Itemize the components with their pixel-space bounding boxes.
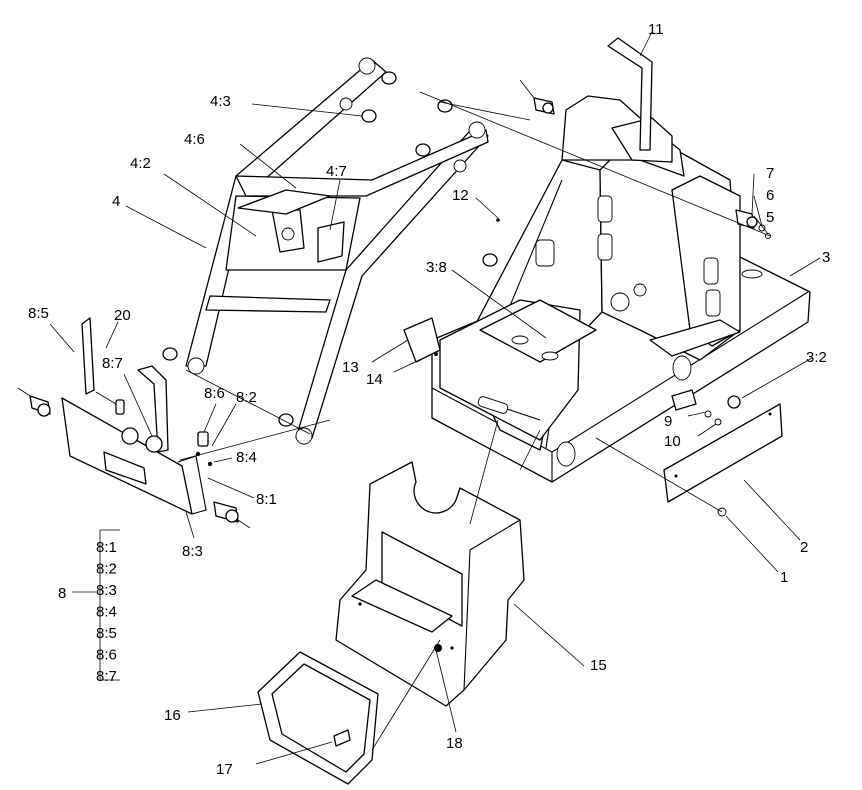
callout-16: 16 xyxy=(164,707,181,724)
callout-8-2: 8:2 xyxy=(236,389,257,406)
kit-8-part-list: 8:1 8:2 8:3 8:4 8:5 8:6 8:7 xyxy=(96,539,117,685)
callout-8-6: 8:6 xyxy=(204,385,225,402)
callout-3: 3 xyxy=(822,249,830,266)
loader-arm-part xyxy=(162,57,498,445)
callout-1: 1 xyxy=(780,569,788,586)
callout-18: 18 xyxy=(446,735,463,752)
callout-8-4: 8:4 xyxy=(236,449,257,466)
cover-part xyxy=(335,461,525,707)
top-left-coupler-part xyxy=(519,79,555,115)
callout-7: 7 xyxy=(766,165,774,182)
kit-list-item: 8:2 xyxy=(96,561,117,578)
kit-list-item: 8:4 xyxy=(96,604,117,621)
callout-4-6: 4:6 xyxy=(184,131,205,148)
callout-8-7: 8:7 xyxy=(102,355,123,372)
callout-8-5: 8:5 xyxy=(28,305,49,322)
callout-4: 4 xyxy=(112,193,120,210)
callout-6: 6 xyxy=(766,187,774,204)
callout-8: 8 xyxy=(58,585,66,602)
front-plate-assembly-part xyxy=(17,317,251,529)
callout-5: 5 xyxy=(766,209,774,226)
callout-2: 2 xyxy=(800,539,808,556)
kit-list-item: 8:3 xyxy=(96,582,117,599)
callout-4-3: 4:3 xyxy=(210,93,231,110)
callout-3-8: 3:8 xyxy=(426,259,447,276)
callout-11: 11 xyxy=(648,21,664,38)
misc-hardware xyxy=(496,218,741,517)
callout-8-3: 8:3 xyxy=(182,543,203,560)
callout-20: 20 xyxy=(114,307,131,324)
callout-14: 14 xyxy=(366,371,383,388)
kit-list-item: 8:5 xyxy=(96,625,117,642)
kit-list-item: 8:1 xyxy=(96,539,117,556)
callout-12: 12 xyxy=(452,187,469,204)
callout-8-1: 8:1 xyxy=(256,491,277,508)
callout-17: 17 xyxy=(216,761,233,778)
side-panel-part xyxy=(663,403,783,503)
kit-list-item: 8:6 xyxy=(96,647,117,664)
callout-10: 10 xyxy=(664,433,681,450)
callout-labels: 11 7 6 5 3 3:2 12 3:8 9 10 13 14 2 1 15 … xyxy=(28,21,830,778)
bracket-part xyxy=(403,317,441,363)
callout-3-2: 3:2 xyxy=(806,349,827,366)
callout-4-2: 4:2 xyxy=(130,155,151,172)
callout-4-7: 4:7 xyxy=(326,163,347,180)
kit-list-item: 8:7 xyxy=(96,668,117,685)
center-lines xyxy=(95,91,771,751)
callout-9: 9 xyxy=(664,413,672,430)
control-lever-part xyxy=(607,37,653,151)
callout-13: 13 xyxy=(342,359,359,376)
callout-15: 15 xyxy=(590,657,607,674)
leader-lines xyxy=(49,31,821,765)
grille-frame-part xyxy=(257,651,379,785)
